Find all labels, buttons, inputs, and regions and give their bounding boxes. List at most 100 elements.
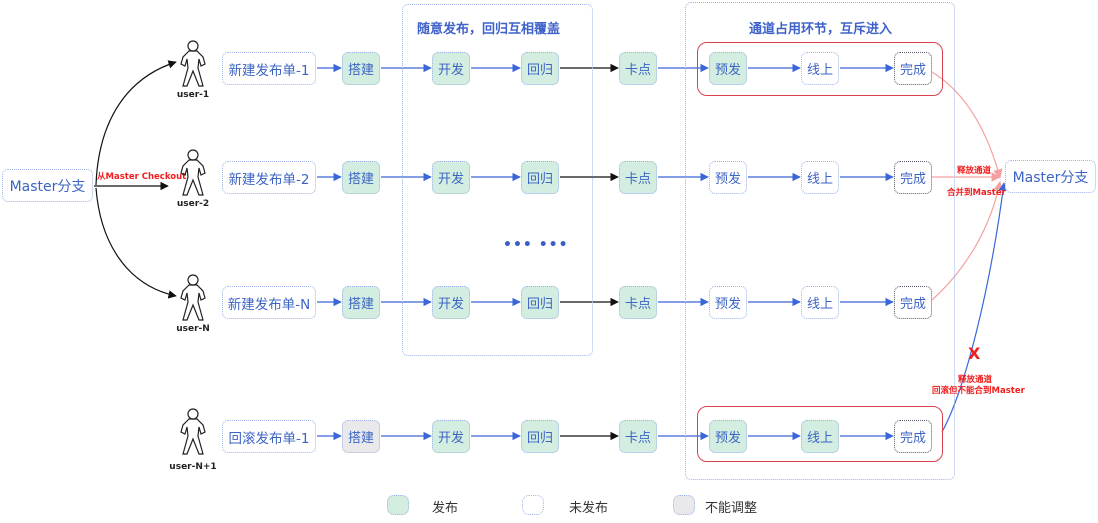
release-order-label: 新建发布单-N (227, 296, 311, 313)
stage-node-published[interactable]: 开发 (432, 420, 470, 453)
stage-node-unpublished[interactable]: 完成 (894, 52, 932, 85)
merge-arrow-row-n (931, 181, 1003, 301)
stage-label: 搭建 (347, 172, 374, 187)
stage-node-published[interactable]: 卡点 (619, 420, 657, 453)
merge-arrow-row-1 (931, 71, 1003, 179)
stage-node-published[interactable]: 搭建 (342, 286, 380, 319)
stage-node-published[interactable]: 回归 (521, 52, 559, 85)
stage-node-unpublished[interactable]: 完成 (894, 420, 932, 453)
master-branch-target-label: Master分支 (1012, 169, 1089, 186)
release-order-label: 新建发布单-1 (228, 62, 310, 79)
stage-node-published[interactable]: 预发 (709, 52, 747, 85)
stage-label: 完成 (899, 297, 926, 312)
stage-label: 卡点 (624, 431, 651, 446)
stage-node-published[interactable]: 卡点 (619, 286, 657, 319)
release-order-label: 新建发布单-2 (228, 171, 310, 188)
stage-label: 线上 (806, 431, 833, 446)
stage-node-published[interactable]: 预发 (709, 420, 747, 453)
stage-node-published[interactable]: 搭建 (342, 161, 380, 194)
stage-node-published[interactable]: 卡点 (619, 52, 657, 85)
more-rows-ellipsis: ••• ••• (503, 237, 569, 253)
stage-label: 完成 (899, 431, 926, 446)
stage-label: 搭建 (347, 431, 374, 446)
row-connectors (317, 63, 894, 441)
stage-node-published[interactable]: 开发 (432, 52, 470, 85)
master-branch-target[interactable]: Master分支 (1005, 160, 1096, 193)
stage-node-unpublished[interactable]: 线上 (801, 52, 839, 85)
checkout-arrow-user-n (95, 187, 177, 299)
release-order-label: 回滚发布单-1 (228, 430, 310, 447)
stage-node-published[interactable]: 搭建 (342, 52, 380, 85)
stage-label: 线上 (806, 172, 833, 187)
user-icon (180, 408, 206, 455)
stage-node-unpublished[interactable]: 完成 (894, 286, 932, 319)
random-release-group (402, 4, 593, 356)
user-icon (180, 274, 206, 321)
user-label: user-2 (176, 199, 210, 209)
stage-label: 回归 (526, 63, 553, 78)
merge-to-master-label: 合并到Master (947, 188, 1006, 198)
stage-label: 卡点 (624, 63, 651, 78)
rollback-note-label: 回滚但不能合到Master (932, 386, 1025, 396)
checkout-label: 从Master Checkout (97, 172, 187, 182)
stage-label: 搭建 (347, 297, 374, 312)
user-label: user-N (176, 324, 210, 334)
stage-node-published[interactable]: 开发 (432, 161, 470, 194)
stage-label: 预发 (714, 297, 741, 312)
stage-label: 开发 (437, 172, 464, 187)
user-label: user-1 (176, 90, 210, 100)
stage-node-published[interactable]: 卡点 (619, 161, 657, 194)
stage-node-published[interactable]: 线上 (801, 420, 839, 453)
legend-label-unpublished: 未发布 (569, 501, 609, 516)
stage-label: 预发 (714, 431, 741, 446)
release-order-node[interactable]: 新建发布单-2 (222, 161, 316, 194)
stage-label: 完成 (899, 63, 926, 78)
stage-node-published[interactable]: 开发 (432, 286, 470, 319)
checkout-arrow-user-1 (95, 60, 177, 186)
legend-swatch-locked (673, 495, 695, 515)
release-order-node[interactable]: 新建发布单-1 (222, 52, 316, 85)
random-release-group-title: 随意发布，回归互相覆盖 (417, 22, 561, 37)
merge-release-label: 释放通道 (957, 166, 992, 176)
legend-label-locked: 不能调整 (705, 501, 758, 516)
legend-swatch-published (387, 495, 409, 515)
stage-label: 卡点 (624, 172, 651, 187)
stage-label: 开发 (437, 431, 464, 446)
stage-node-unpublished[interactable]: 完成 (894, 161, 932, 194)
user-icon (180, 40, 206, 87)
stage-node-unpublished[interactable]: 线上 (801, 161, 839, 194)
master-branch-source-label: Master分支 (9, 178, 86, 195)
channel-occupied-box-row-4 (697, 406, 943, 462)
legend-swatch-unpublished (522, 495, 544, 515)
stage-label: 开发 (437, 297, 464, 312)
channel-group (685, 2, 955, 480)
stage-label: 线上 (806, 297, 833, 312)
stage-node-published[interactable]: 回归 (521, 286, 559, 319)
stage-label: 回归 (526, 172, 553, 187)
user-label: user-N+1 (169, 462, 217, 472)
stage-node-unpublished[interactable]: 预发 (709, 286, 747, 319)
rollback-blocked-x-icon: X (968, 344, 981, 363)
legend-label-published: 发布 (432, 501, 459, 516)
release-order-node[interactable]: 回滚发布单-1 (222, 420, 316, 453)
stage-label: 回归 (526, 431, 553, 446)
stage-label: 完成 (899, 172, 926, 187)
stage-label: 搭建 (347, 63, 374, 78)
rollback-arrow (941, 182, 1008, 433)
stage-node-unpublished[interactable]: 线上 (801, 286, 839, 319)
stage-label: 开发 (437, 63, 464, 78)
rollback-release-label: 释放通道 (958, 375, 993, 385)
stage-node-unpublished[interactable]: 预发 (709, 161, 747, 194)
stage-node-published[interactable]: 回归 (521, 420, 559, 453)
master-branch-source[interactable]: Master分支 (2, 169, 93, 202)
stage-label: 卡点 (624, 297, 651, 312)
channel-occupied-box-row-1 (697, 42, 943, 96)
stage-label: 线上 (806, 63, 833, 78)
user-icon (180, 149, 206, 196)
stage-label: 预发 (714, 172, 741, 187)
stage-node-locked[interactable]: 搭建 (342, 420, 380, 453)
stage-node-published[interactable]: 回归 (521, 161, 559, 194)
release-order-node[interactable]: 新建发布单-N (222, 286, 316, 319)
